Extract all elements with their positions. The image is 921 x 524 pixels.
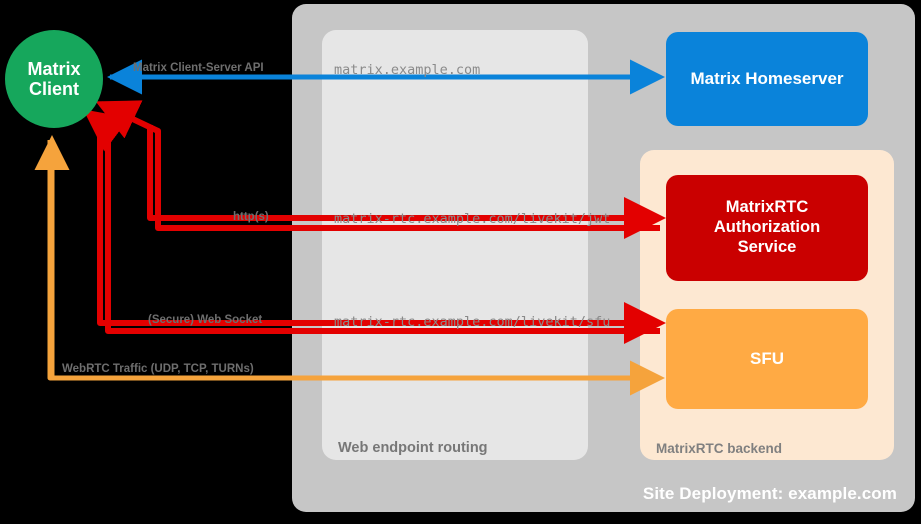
flow-label-client-server-api: Matrix Client-Server API bbox=[133, 62, 264, 74]
matrixrtc-backend-label: MatrixRTC backend bbox=[656, 441, 783, 456]
matrix-homeserver-label: Matrix Homeserver bbox=[690, 68, 844, 88]
auth-service-line3: Service bbox=[737, 237, 797, 256]
matrix-client-line1: Matrix bbox=[27, 58, 81, 79]
matrix-client-line2: Client bbox=[28, 79, 79, 99]
node-matrix-homeserver[interactable]: Matrix Homeserver bbox=[666, 32, 868, 126]
endpoint-matrix: matrix.example.com bbox=[334, 62, 481, 78]
sfu-label: SFU bbox=[750, 348, 784, 368]
endpoint-jwt: matrix-rtc.example.com/livekit/jwt bbox=[334, 211, 611, 227]
endpoint-sfu: matrix-rtc.example.com/livekit/sfu bbox=[334, 314, 611, 330]
node-matrixrtc-authorization-service[interactable]: MatrixRTC Authorization Service bbox=[666, 175, 868, 281]
site-deployment-label: Site Deployment: example.com bbox=[642, 484, 897, 503]
auth-service-line1: MatrixRTC bbox=[725, 198, 809, 217]
node-matrix-client[interactable]: Matrix Client bbox=[5, 30, 103, 128]
auth-service-line2: Authorization bbox=[713, 218, 821, 237]
web-endpoint-routing-label: Web endpoint routing bbox=[338, 440, 488, 456]
flow-label-webrtc-traffic: WebRTC Traffic (UDP, TCP, TURNs) bbox=[62, 363, 254, 375]
node-sfu[interactable]: SFU bbox=[666, 309, 868, 409]
web-endpoint-routing-container bbox=[322, 30, 588, 460]
flow-label-http: http(s) bbox=[233, 211, 269, 223]
flow-label-web-socket: (Secure) Web Socket bbox=[148, 314, 263, 326]
